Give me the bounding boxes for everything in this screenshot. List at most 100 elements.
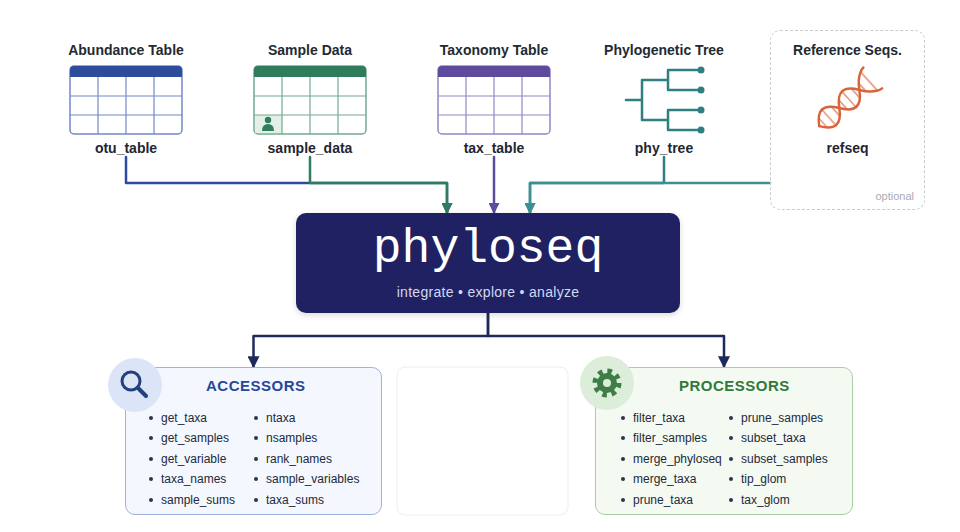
object-name: phyloseq [373,225,603,273]
table-grid [254,114,366,115]
connector-arrow [126,157,447,213]
dna-rung [842,91,857,107]
table-icon [70,66,182,134]
tagline: integrate • explore • analyze [397,283,580,301]
function-panel: ACCESSORS get_taxa get_samples get_variable… [125,367,382,515]
function-name: sample_variables [254,471,359,487]
gear-body [597,373,617,393]
function-name: nsamples [254,430,317,446]
table-grid [70,95,182,96]
function-name: subset_samples [729,451,828,467]
table-grid [70,114,182,115]
tree-icon [626,67,705,134]
function-name: prune_taxa [621,492,693,508]
function-name: taxa_sums [254,492,324,508]
table-grid [254,95,366,96]
function-name: prune_samples [729,410,823,426]
table-grid [493,77,494,134]
table-header [438,66,550,77]
dna-strand [810,68,880,134]
connector-arrow [530,183,770,213]
table-frame [438,66,550,134]
table-header [254,66,366,77]
table-grid [153,77,154,134]
function-name: sample_sums [149,492,235,508]
slot-name: phy_tree [635,139,693,157]
function-panel: PROCESSORS filter_taxa filter_samplesmerge… [595,367,853,515]
lens [122,372,140,390]
gear-teeth [596,372,618,394]
connector-arrow [488,313,724,367]
tree-tip [698,67,705,74]
gear-hole [603,379,611,387]
connector-arrow [493,157,496,213]
table-grid [465,77,466,134]
tree-branches [626,70,700,130]
dna-rung [862,73,877,89]
gear-icon [580,356,634,410]
component-heading: Sample Data [268,40,352,60]
table-grid [521,77,522,134]
blank-panel [397,367,568,515]
person-head [265,117,271,123]
panel-title: ACCESSORS [206,377,306,395]
table-icon [254,66,366,134]
table-grid [125,77,126,134]
connector-arrow [310,157,447,213]
table-grid [438,95,550,96]
search-icon [108,358,162,412]
core-object-box: phyloseq integrate • explore • analyze [296,213,680,313]
lens-handle [138,388,146,396]
slot-name: tax_table [464,139,525,157]
table-frame [70,66,182,134]
component-heading: Taxonomy Table [440,40,548,60]
function-name: subset_taxa [729,430,806,446]
data-component: Abundance Table otu_table [60,40,192,157]
function-name: get_samples [149,430,229,446]
icon-badge [580,356,634,410]
function-name: tip_glom [729,471,786,487]
function-name: ntaxa [254,410,295,426]
table-icon [438,66,550,134]
function-name: filter_samples [621,430,707,446]
component-heading: Abundance Table [68,40,184,60]
data-component: Sample Data sample_data [244,40,376,157]
table-icons [70,66,550,134]
data-component: Phylogenetic Tree phy_tree [596,40,732,157]
panel-title: PROCESSORS [679,377,790,395]
optional-note: optional [875,189,914,203]
connector-arrow [254,313,489,367]
table-grid [337,77,338,134]
tree-tip [698,87,705,94]
tree-tip [698,107,705,114]
function-name: tax_glom [729,492,790,508]
tree-tip [698,127,705,134]
person-body [262,124,274,131]
table-grid [438,114,550,115]
optional-component: Reference Seqs. refseq optional [770,30,925,210]
slot-name: sample_data [268,139,353,157]
slot-name: otu_table [95,139,157,157]
component-heading: Phylogenetic Tree [604,40,724,60]
table-grid [309,77,310,134]
icon-badge [108,358,162,412]
function-name: merge_phyloseq [621,451,722,467]
function-name: filter_taxa [621,410,685,426]
table-frame [254,66,366,134]
table-cell-fill [255,115,282,133]
dna-strand [812,70,882,136]
component-heading: Reference Seqs. [793,40,902,60]
table-header [70,66,182,77]
function-name: taxa_names [149,471,226,487]
function-name: get_taxa [149,410,207,426]
slot-name: refseq [826,139,868,157]
dna-rung [822,109,837,125]
function-name: rank_names [254,451,332,467]
function-name: merge_taxa [621,471,696,487]
function-name: get_variable [149,451,226,467]
connector-arrow [530,157,664,213]
table-grid [281,77,282,134]
dna-icon [810,68,882,137]
data-component: Taxonomy Table tax_table [428,40,560,157]
